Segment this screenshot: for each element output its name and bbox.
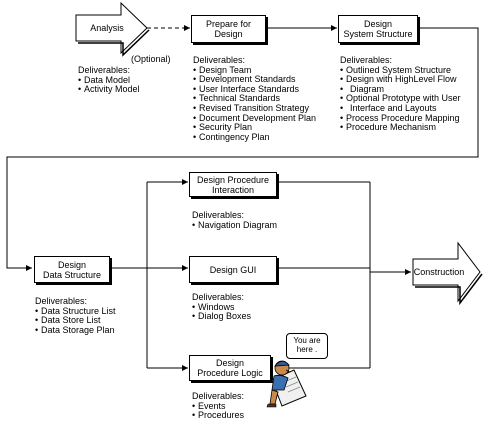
list-item: Interface and Layouts — [340, 103, 461, 114]
list-item: Procedures — [192, 411, 244, 421]
node-interaction-line-1: Design Procedure — [196, 174, 270, 185]
node-system-line-1: Design — [363, 19, 392, 29]
list-item: Navigation Diagram — [192, 220, 277, 231]
deliverables-analysis: Deliverables: Data Model Activity Model — [78, 65, 140, 95]
list-item: Revised Transition Strategy — [193, 103, 316, 114]
list-item: Procedure Mechanism — [340, 123, 461, 133]
deliverables-prepare: Deliverables: Design Team Development St… — [193, 55, 316, 143]
node-construction[interactable]: Construction — [413, 260, 465, 284]
list-item: Data Structure List — [35, 306, 116, 317]
optional-label: (Optional) — [131, 54, 171, 64]
node-design-procedure-interaction[interactable]: Design Procedure Interaction — [189, 172, 277, 197]
list-item: Design Team — [193, 65, 316, 76]
construction-arrow-shape — [412, 241, 481, 303]
node-interaction-line-2: Interaction — [211, 184, 254, 195]
callout-line-2: here . — [296, 345, 318, 354]
deliverables-procedure-interaction: Deliverables: Navigation Diagram — [192, 210, 277, 231]
person-reading-icon — [266, 360, 307, 408]
node-prepare-for-design[interactable]: Prepare for Design — [191, 15, 266, 43]
node-logic-line-1: Design — [215, 358, 244, 368]
deliverables-procedure-logic: Deliverables: Events Procedures — [192, 391, 245, 421]
node-design-system-structure[interactable]: Design System Structure — [338, 15, 418, 43]
deliverables-system-structure: Deliverables: Outlined System Structure … — [340, 55, 461, 133]
deliverables-heading: Deliverables: — [192, 292, 245, 302]
node-prepare-line-2: Design — [214, 29, 243, 39]
node-data-line-1: Design — [57, 259, 86, 270]
list-item: Data Model — [78, 75, 140, 86]
list-item: Data Store List — [35, 316, 116, 326]
node-analysis[interactable]: Analysis — [78, 16, 136, 40]
list-item: Windows — [192, 302, 251, 313]
deliverables-heading: Deliverables: — [193, 55, 246, 65]
deliverables-heading: Deliverables: — [78, 65, 131, 75]
node-analysis-label: Analysis — [90, 23, 124, 33]
list-item: User Interface Standards — [193, 84, 316, 95]
node-gui-label: Design GUI — [209, 264, 257, 275]
list-item: Development Standards — [193, 75, 316, 85]
list-item: Process Procedure Mapping — [340, 113, 461, 124]
connector-system-data — [6, 27, 479, 271]
node-data-line-2: Data Structure — [42, 269, 102, 280]
list-item: Document Development Plan — [193, 113, 316, 124]
node-design-gui[interactable]: Design GUI — [189, 256, 277, 283]
list-item: Technical Standards — [193, 94, 316, 104]
deliverables-gui: Deliverables: Windows Dialog Boxes — [192, 292, 251, 322]
list-item: Data Storage Plan — [35, 325, 116, 336]
node-design-data-structure[interactable]: Design Data Structure — [34, 256, 110, 283]
list-item: Security Plan — [193, 123, 316, 133]
deliverables-heading: Deliverables: — [35, 296, 88, 306]
node-construction-label: Construction — [413, 267, 465, 277]
list-item: Design with HighLevel Flow — [340, 75, 461, 85]
node-logic-line-2: Procedure Logic — [197, 368, 263, 378]
list-item: Dialog Boxes — [192, 312, 251, 322]
node-prepare-line-1: Prepare for — [205, 19, 252, 29]
list-item: Events — [192, 401, 244, 412]
callout-line-1: You are — [293, 336, 321, 345]
deliverables-data-structure: Deliverables: Data Structure List Data S… — [35, 296, 116, 336]
list-item: Outlined System Structure — [340, 65, 461, 76]
you-are-here-callout: You are here . — [286, 333, 328, 359]
node-design-procedure-logic[interactable]: Design Procedure Logic — [189, 355, 271, 381]
list-item: Activity Model — [78, 85, 140, 95]
analysis-arrow-shape — [75, 1, 148, 55]
list-item: Contingency Plan — [193, 132, 316, 143]
node-system-line-2: System Structure — [343, 29, 413, 39]
deliverables-heading: Deliverables: — [192, 391, 245, 401]
deliverables-heading: Deliverables: — [340, 55, 393, 65]
deliverables-heading: Deliverables: — [192, 210, 245, 220]
list-item: Optional Prototype with User — [340, 94, 461, 104]
list-item: Diagram — [340, 84, 461, 95]
